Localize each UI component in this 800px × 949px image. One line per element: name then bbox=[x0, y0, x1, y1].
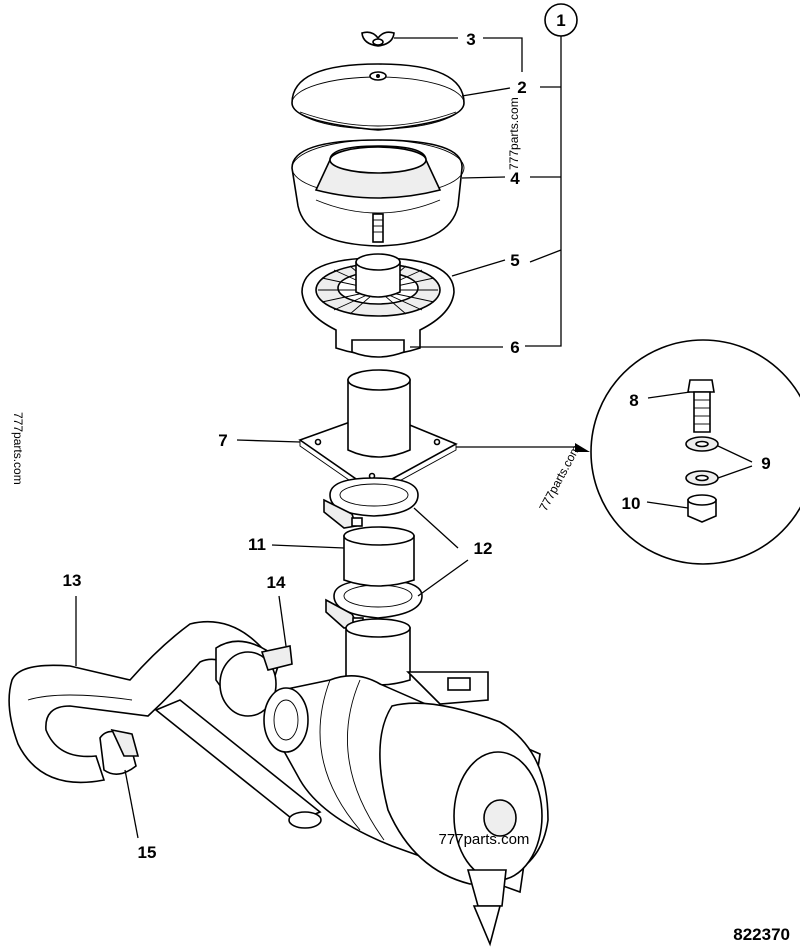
wing-nut bbox=[361, 31, 523, 72]
callout-2: 2 bbox=[517, 78, 526, 97]
callout-14: 14 bbox=[267, 573, 286, 592]
callout-11: 11 bbox=[248, 535, 266, 554]
air-cleaner-housing bbox=[263, 618, 549, 947]
assembly-bracket-1 bbox=[525, 3, 578, 347]
callout-5: 5 bbox=[510, 251, 519, 270]
intake-hose-assembly bbox=[8, 595, 322, 839]
callout-13: 13 bbox=[63, 571, 82, 590]
callout-15: 15 bbox=[138, 843, 157, 862]
filter-base bbox=[301, 253, 506, 356]
air-cleaner-cover bbox=[291, 63, 511, 131]
pre-cleaner-bowl bbox=[291, 139, 506, 247]
filter-outlet bbox=[351, 339, 503, 358]
hose-clamp-lower bbox=[325, 559, 469, 629]
callout-6: 6 bbox=[510, 338, 519, 357]
watermark-top: 777parts.com bbox=[507, 97, 521, 170]
inset-detail bbox=[590, 339, 800, 565]
callout-4: 4 bbox=[510, 169, 520, 188]
callout-3: 3 bbox=[466, 30, 475, 49]
connecting-hose bbox=[271, 526, 415, 587]
callout-8: 8 bbox=[629, 391, 638, 410]
inset-circle bbox=[590, 339, 800, 565]
watermark-left: 777parts.com bbox=[11, 412, 25, 485]
watermark-bottom: 777parts.com bbox=[439, 831, 530, 848]
callout-9: 9 bbox=[761, 454, 770, 473]
inlet-tube-and-plate bbox=[236, 369, 590, 497]
callout-10: 10 bbox=[622, 494, 641, 513]
document-number: 822370 bbox=[733, 925, 790, 944]
callout-12: 12 bbox=[474, 539, 493, 558]
callout-7: 7 bbox=[218, 431, 227, 450]
hose-clamp-upper bbox=[323, 477, 459, 549]
watermark-inset: 777parts.com bbox=[536, 443, 582, 514]
callout-1: 1 bbox=[556, 11, 565, 30]
